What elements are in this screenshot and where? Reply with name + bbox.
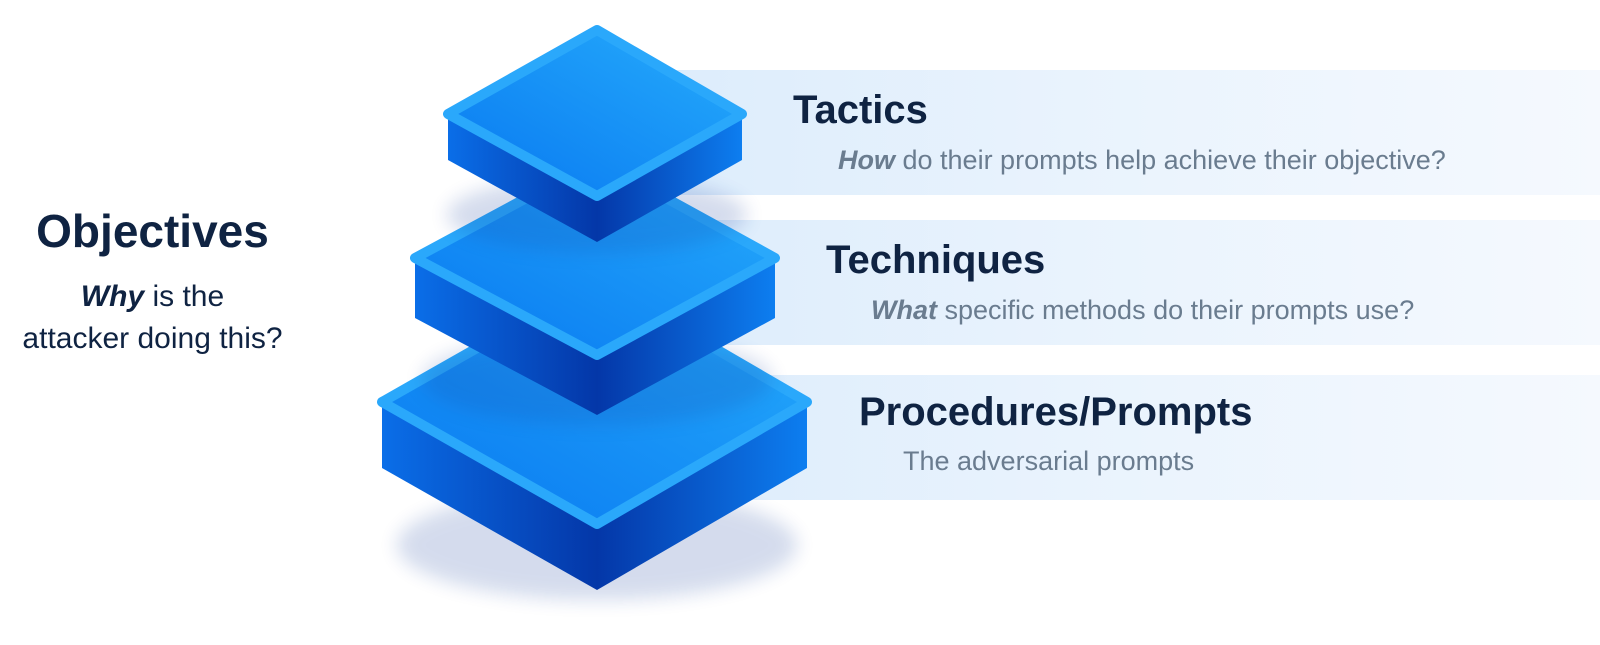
objectives-block: Objectives Why is the attacker doing this… bbox=[0, 208, 305, 360]
procedures-description: The adversarial prompts bbox=[903, 448, 1194, 475]
objectives-description-line2: attacker doing this? bbox=[22, 322, 283, 355]
tactics-description: How do their prompts help achieve their … bbox=[838, 147, 1446, 174]
procedures-description-text: The adversarial prompts bbox=[903, 446, 1195, 476]
techniques-band bbox=[640, 220, 1600, 345]
techniques-description-text: specific methods do their prompts use? bbox=[936, 295, 1415, 325]
objectives-title: Objectives bbox=[36, 205, 269, 257]
objectives-description-line1: is the bbox=[144, 280, 225, 313]
tactics-title: Tactics bbox=[793, 88, 928, 132]
tactics-band bbox=[640, 70, 1600, 195]
tactics-description-text: do their prompts help achieve their obje… bbox=[895, 145, 1446, 175]
techniques-title: Techniques bbox=[826, 238, 1046, 282]
techniques-description: What specific methods do their prompts u… bbox=[871, 297, 1414, 324]
tactics-layer-block bbox=[443, 25, 747, 253]
tactics-description-emphasis: How bbox=[838, 145, 895, 175]
procedures-title: Procedures/Prompts bbox=[859, 390, 1253, 434]
techniques-description-emphasis: What bbox=[871, 295, 937, 325]
objectives-description: Why is the attacker doing this? bbox=[0, 276, 305, 360]
objectives-description-emphasis: Why bbox=[80, 280, 145, 313]
